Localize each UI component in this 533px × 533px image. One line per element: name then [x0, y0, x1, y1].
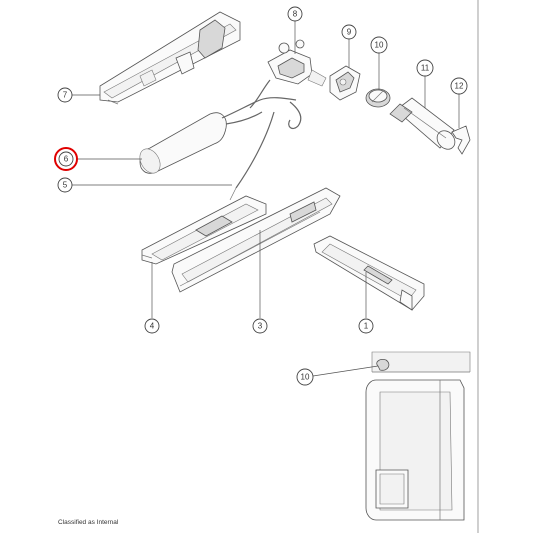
svg-text:11: 11 [421, 64, 430, 73]
callout-9: 9 [341, 24, 357, 40]
callout-10: 10 [370, 36, 388, 54]
part-clip [329, 65, 361, 101]
leader-10b [312, 365, 379, 377]
svg-text:10: 10 [301, 373, 310, 382]
inset-fridge-view [365, 351, 471, 521]
part-water-tank [139, 97, 302, 174]
svg-text:4: 4 [150, 322, 155, 331]
svg-text:5: 5 [63, 181, 68, 190]
part-left-tray [141, 195, 267, 265]
svg-text:12: 12 [455, 82, 464, 91]
svg-text:9: 9 [347, 28, 352, 37]
part-long-cover [171, 187, 341, 293]
part-rail-bracket [99, 11, 241, 105]
part-valve-assembly [249, 39, 327, 109]
callout-11: 11 [416, 59, 434, 77]
callout-6-highlight [54, 147, 78, 171]
part-filter-cartridge [389, 97, 456, 150]
callout-7: 7 [57, 87, 73, 103]
svg-text:10: 10 [375, 41, 384, 50]
svg-text:1: 1 [364, 322, 369, 331]
svg-text:6: 6 [64, 155, 69, 164]
callout-6: 6 [54, 147, 78, 171]
svg-text:7: 7 [63, 91, 68, 100]
callout-12: 12 [450, 77, 468, 95]
callout-8: 8 [287, 6, 303, 22]
callout-5: 5 [57, 177, 73, 193]
callout-10-inset: 10 [296, 368, 314, 386]
part-filter-head [365, 88, 391, 108]
part-tube [229, 111, 275, 201]
callout-4: 4 [144, 318, 160, 334]
part-right-bin [313, 235, 425, 311]
callout-3: 3 [252, 318, 268, 334]
classification-footer: Classified as Internal [58, 519, 119, 526]
callout-1: 1 [358, 318, 374, 334]
svg-text:3: 3 [258, 322, 263, 331]
part-end-clip [451, 125, 471, 155]
svg-text:8: 8 [293, 10, 298, 19]
